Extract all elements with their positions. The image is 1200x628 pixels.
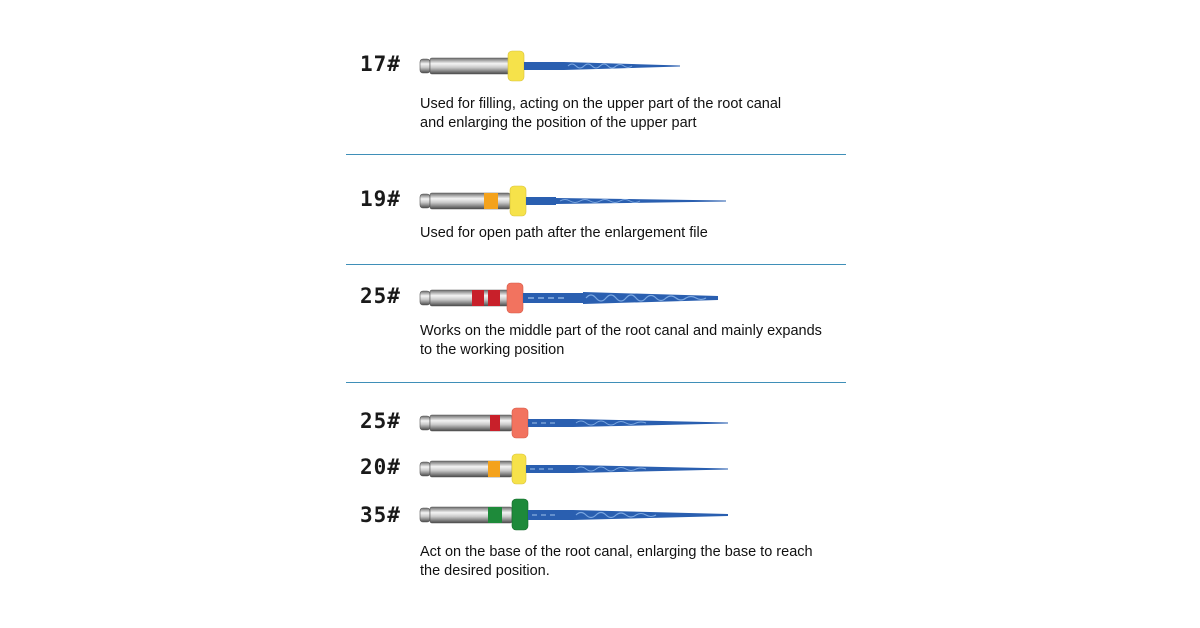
description-line: Act on the base of the root canal, enlar… bbox=[420, 544, 813, 560]
size-label-20: 20# bbox=[360, 455, 401, 479]
endo-file-35 bbox=[418, 497, 738, 533]
description-25: Works on the middle part of the root can… bbox=[420, 322, 822, 360]
endo-file-20 bbox=[418, 451, 738, 487]
size-label-19: 19# bbox=[360, 187, 401, 211]
description-19: Used for open path after the enlargement… bbox=[420, 224, 708, 243]
endo-file-17 bbox=[418, 48, 738, 84]
endo-file-19 bbox=[418, 183, 738, 219]
endo-file-25b bbox=[418, 405, 738, 441]
size-label-35: 35# bbox=[360, 503, 401, 527]
description-line: to the working position bbox=[420, 342, 565, 358]
size-label-17: 17# bbox=[360, 52, 401, 76]
section-divider bbox=[346, 154, 846, 155]
description-line: Works on the middle part of the root can… bbox=[420, 323, 822, 339]
description-line: Used for open path after the enlargement… bbox=[420, 225, 708, 241]
endo-file-25 bbox=[418, 280, 738, 316]
size-label-25b: 25# bbox=[360, 409, 401, 433]
description-line: Used for filling, acting on the upper pa… bbox=[420, 96, 782, 112]
description-line: the desired position. bbox=[420, 563, 550, 579]
section-divider bbox=[346, 382, 846, 383]
description-17: Used for filling, acting on the upper pa… bbox=[420, 95, 781, 133]
description-base: Act on the base of the root canal, enlar… bbox=[420, 543, 813, 581]
size-label-25: 25# bbox=[360, 284, 401, 308]
section-divider bbox=[346, 264, 846, 265]
description-line: and enlarging the position of the upper … bbox=[420, 115, 697, 131]
